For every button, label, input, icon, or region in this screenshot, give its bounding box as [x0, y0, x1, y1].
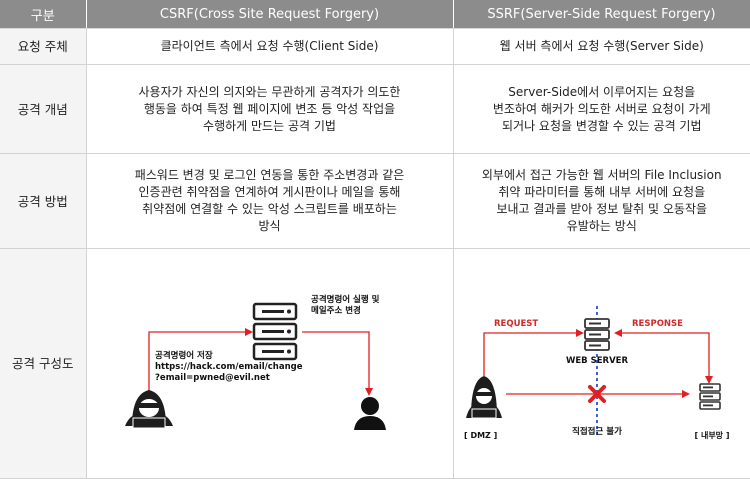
user-icon	[354, 397, 386, 430]
server-icon	[585, 319, 609, 350]
table-row: 공격 구성도	[0, 249, 750, 479]
header-csrf: CSRF(Cross Site Request Forgery)	[86, 0, 453, 29]
csrf-diagram: 공격명령어 실행 및 메일주소 변경 공격명령어 저장 https://hack…	[87, 266, 454, 461]
arrow-head-icon	[705, 376, 713, 384]
arrow-head-icon	[614, 329, 622, 337]
ssrf-cell: 웹 서버 측에서 요청 수행(Server Side)	[453, 29, 750, 65]
csrf-diagram-cell: 공격명령어 실행 및 메일주소 변경 공격명령어 저장 https://hack…	[86, 249, 453, 479]
response-arrow	[622, 333, 709, 376]
internal-server-icon	[700, 384, 720, 409]
web-server-label: WEB SERVER	[565, 356, 627, 366]
arrow-head-icon	[682, 390, 690, 398]
csrf-note-left: 공격명령어 저장	[155, 350, 213, 361]
csrf-note-left: ?email=pwned@evil.net	[155, 373, 270, 383]
row-label: 공격 구성도	[0, 249, 86, 479]
arrow-head-icon	[365, 388, 373, 396]
response-label: RESPONSE	[632, 319, 683, 329]
request-label: REQUEST	[494, 319, 538, 329]
header-category: 구분	[0, 0, 86, 29]
dmz-label: [ DMZ ]	[464, 431, 497, 440]
arrow-head-icon	[245, 328, 253, 336]
direct-access-label: 직접접근 불가	[572, 426, 622, 437]
ssrf-cell: Server-Side에서 이루어지는 요청을 변조하여 해커가 의도한 서버로…	[453, 65, 750, 154]
header-ssrf: SSRF(Server-Side Request Forgery)	[453, 0, 750, 29]
ssrf-diagram: REQUEST RESPONSE WEB SERVER [ DMZ ] 직접접근…	[454, 266, 750, 461]
ssrf-cell: 외부에서 접근 가능한 웹 서버의 File Inclusion 취약 파라미터…	[453, 154, 750, 249]
row-label: 요청 주체	[0, 29, 86, 65]
table-row: 공격 개념 사용자가 자신의 의지와는 무관하게 공격자가 의도한 행동을 하여…	[0, 65, 750, 154]
csrf-note-left: https://hack.com/email/change	[155, 362, 303, 372]
internal-network-label: [ 내부망 ]	[694, 430, 729, 440]
arrow-head-icon	[576, 329, 584, 337]
csrf-note-top: 메일주소 변경	[311, 305, 361, 316]
request-arrow	[484, 333, 576, 376]
csrf-cell: 패스워드 변경 및 로그인 연동을 통한 주소변경과 같은 인증관련 취약점을 …	[86, 154, 453, 249]
hacker-icon	[466, 376, 502, 418]
row-label: 공격 개념	[0, 65, 86, 154]
csrf-cell: 클라이언트 측에서 요청 수행(Client Side)	[86, 29, 453, 65]
csrf-note-top: 공격명령어 실행 및	[311, 294, 380, 305]
ssrf-diagram-cell: REQUEST RESPONSE WEB SERVER [ DMZ ] 직접접근…	[453, 249, 750, 479]
table-row: 요청 주체 클라이언트 측에서 요청 수행(Client Side) 웹 서버 …	[0, 29, 750, 65]
table-header-row: 구분 CSRF(Cross Site Request Forgery) SSRF…	[0, 0, 750, 29]
table-row: 공격 방법 패스워드 변경 및 로그인 연동을 통한 주소변경과 같은 인증관련…	[0, 154, 750, 249]
hacker-icon	[125, 390, 173, 428]
row-label: 공격 방법	[0, 154, 86, 249]
csrf-cell: 사용자가 자신의 의지와는 무관하게 공격자가 의도한 행동을 하여 특정 웹 …	[86, 65, 453, 154]
server-icon	[254, 304, 296, 359]
